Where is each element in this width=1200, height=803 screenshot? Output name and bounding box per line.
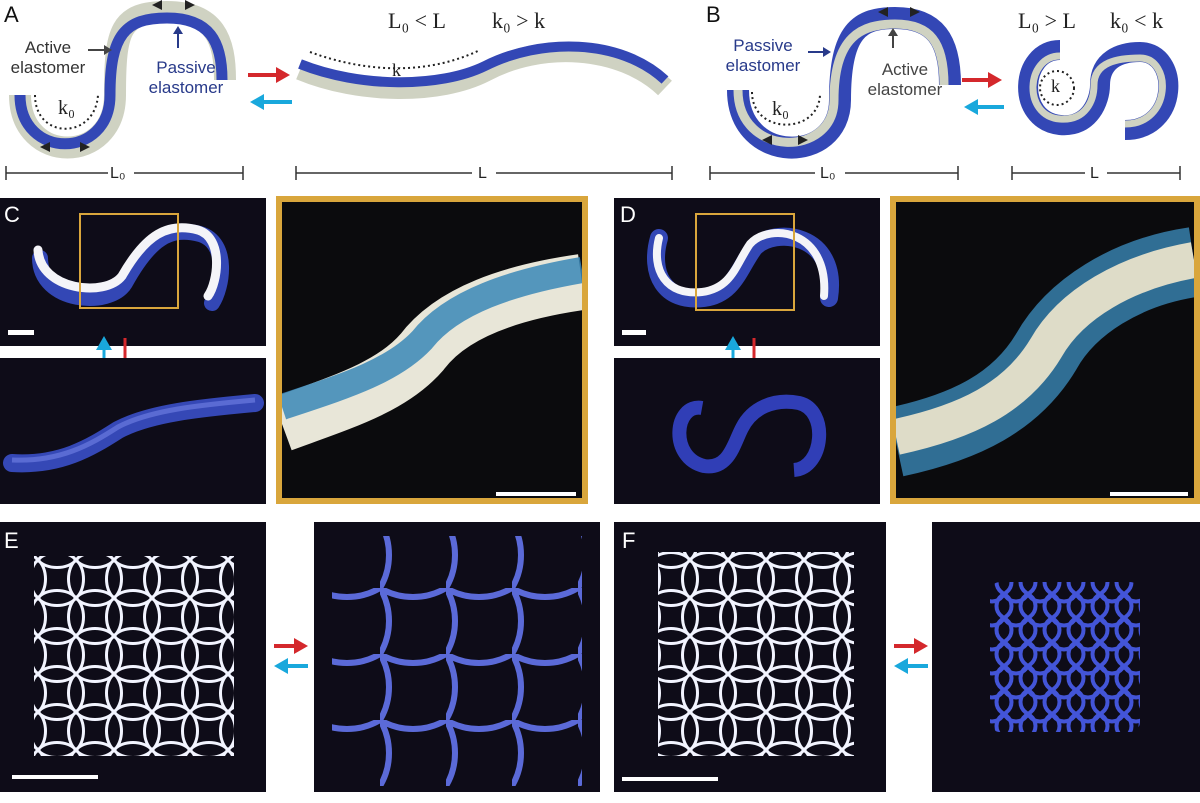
panel-d-top-photo	[614, 198, 880, 346]
panel-b-passive-elastomer-label: Passive elastomer	[725, 36, 801, 75]
panel-d-zoom-strip	[888, 227, 1200, 496]
panel-c-top-strip	[8, 213, 229, 335]
panel-d-bottom-strip	[672, 394, 827, 477]
panel-b-active-elastomer-label: Active elastomer	[867, 60, 943, 99]
panel-e-expanded-lattice	[314, 522, 600, 792]
panel-b-curled-strip	[1018, 40, 1179, 140]
panel-c-bottom-photo	[0, 358, 266, 504]
panel-f-lattice-drawing	[622, 552, 854, 781]
panel-a-k-label: k	[392, 60, 401, 80]
panel-b-curvature-relation: k₀ < k	[1110, 8, 1164, 33]
panel-a-active-elastomer-label: Active elastomer	[10, 38, 86, 77]
panel-letter-b: B	[706, 2, 721, 27]
panel-a-stretched-strip	[296, 41, 672, 99]
panel-letter-d: D	[620, 202, 636, 227]
panel-c-top-photo	[0, 198, 266, 346]
panel-a-passive-elastomer-label: Passive elastomer	[148, 58, 224, 97]
scale-bars	[5, 166, 1181, 180]
panel-e-initial-lattice	[0, 522, 266, 792]
panel-b-length-relation: L₀ > L	[1018, 8, 1076, 33]
panel-letter-e: E	[4, 528, 19, 553]
panel-b-initial-strip	[727, 6, 961, 159]
panel-e-expanded-drawing	[332, 536, 582, 786]
panel-f-contracted-drawing	[990, 582, 1140, 732]
panel-d-bottom-photo	[614, 358, 880, 504]
panel-a-initial-strip	[9, 0, 236, 159]
panel-a-length-relation: L₀ < L	[388, 8, 446, 33]
panel-a-stimulus-arrows	[248, 67, 292, 110]
panel-b-stimulus-arrows	[962, 72, 1004, 115]
panel-c-zoom-strip	[272, 254, 587, 496]
panel-a-k0-label: k₀	[58, 97, 75, 119]
panel-e-stimulus-arrows	[274, 638, 308, 674]
panel-letter-f: F	[622, 528, 636, 553]
panel-b-scale-l: L	[1090, 165, 1099, 182]
panel-letter-c: C	[4, 202, 20, 227]
panel-c-zoom-photo	[272, 196, 588, 504]
panel-d-zoom-photo	[888, 196, 1200, 504]
panel-e-lattice-drawing	[12, 556, 234, 779]
panel-f-stimulus-arrows	[894, 638, 928, 674]
panel-letter-a: A	[4, 2, 19, 27]
panel-c-bottom-strip	[3, 394, 264, 473]
panel-b-pointer-arrows	[808, 28, 898, 57]
panel-a-scale-l: L	[478, 165, 487, 182]
panel-a-pointer-arrows	[88, 26, 183, 55]
panel-b-k0-label: k₀	[772, 98, 789, 120]
panel-b-scale-l0: L₀	[820, 165, 836, 182]
panel-a-curvature-relation: k₀ > k	[492, 8, 546, 33]
panel-b-k-label: k	[1051, 76, 1060, 96]
panel-d-top-strip	[622, 213, 840, 335]
schematic-diagrams	[5, 0, 1181, 180]
panel-f-contracted-lattice	[932, 522, 1200, 792]
panel-f-initial-lattice	[614, 522, 886, 792]
panel-a-scale-l0: L₀	[110, 165, 126, 182]
